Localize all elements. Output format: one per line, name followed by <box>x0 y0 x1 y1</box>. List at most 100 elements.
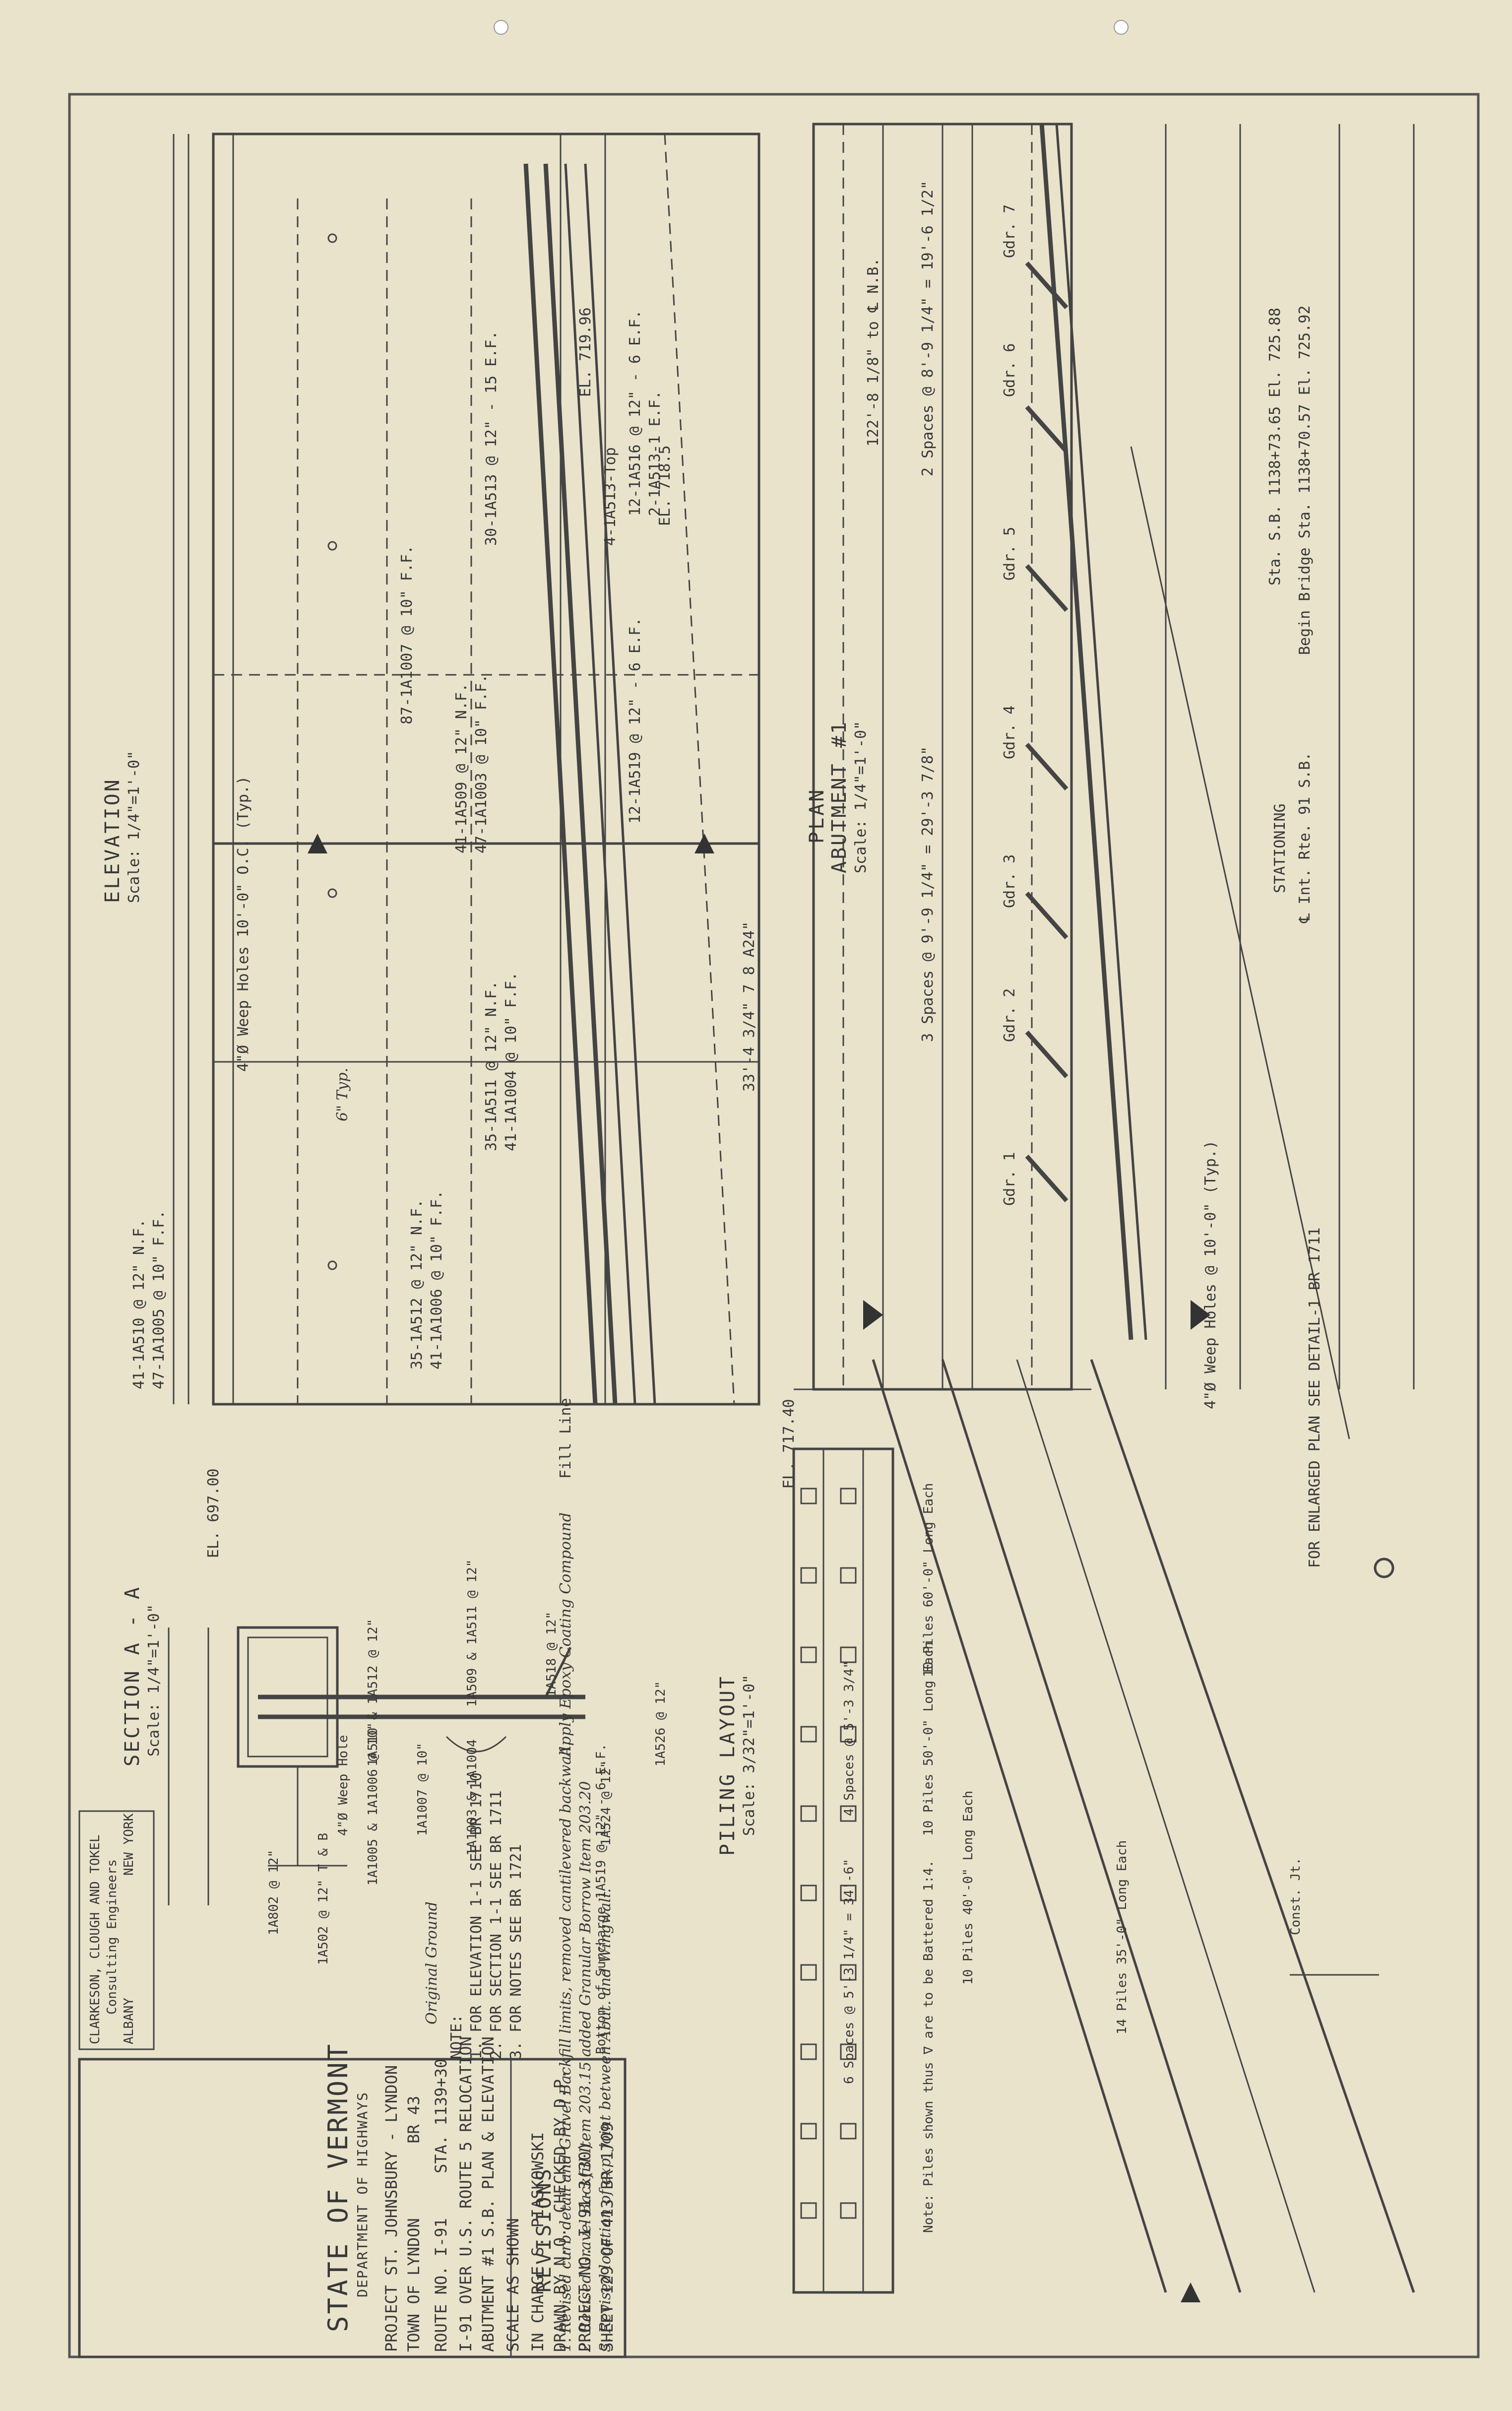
svg-text:1A1003 & 1A1004: 1A1003 & 1A1004 <box>465 1739 480 1856</box>
consultant-box <box>78 1810 155 2050</box>
section-1-arrow-icon <box>1191 1300 1210 1330</box>
svg-text:NEW YORK: NEW YORK <box>122 1813 136 1876</box>
svg-text:EL. 697.00: EL. 697.00 <box>205 1468 222 1558</box>
svg-text:2 Spaces @ 8'-9 1/4" = 19'-6 1: 2 Spaces @ 8'-9 1/4" = 19'-6 1/2" <box>919 181 937 476</box>
svg-text:Consulting Engineers: Consulting Engineers <box>105 1859 120 2015</box>
svg-text:STATIONING: STATIONING <box>1271 803 1289 893</box>
svg-text:Gdr. 6: Gdr. 6 <box>1001 343 1018 397</box>
svg-text:REVISIONS: REVISIONS <box>533 2167 556 2292</box>
svg-text:ALBANY: ALBANY <box>122 1998 136 2044</box>
svg-text:CLARKESON, CLOUGH AND TOKEL: CLARKESON, CLOUGH AND TOKEL <box>88 1834 103 2044</box>
section-1-arrow-icon <box>863 1300 883 1330</box>
svg-text:CHECKED BY D.P.: CHECKED BY D.P. <box>551 2070 569 2213</box>
svg-text:4"Ø Weep Holes @ 10'-0" (Typ.): 4"Ø Weep Holes @ 10'-0" (Typ.) <box>1202 1140 1219 1409</box>
svg-text:35-1A512 @ 12" N.F.: 35-1A512 @ 12" N.F. <box>408 1199 426 1369</box>
punch-hole-icon <box>494 20 508 35</box>
svg-text:3. Revised location of exp. jo: 3. Revised location of exp. joint betwee… <box>597 1889 614 2352</box>
svg-text:I-91 OVER U.S. ROUTE 5 RELOCAT: I-91 OVER U.S. ROUTE 5 RELOCATION <box>456 2036 475 2352</box>
plan-title: PLAN ABUTMENT #1 Scale: 1/4"=1'-0" <box>806 720 870 873</box>
svg-text:Scale: 1/4"=1'-0": Scale: 1/4"=1'-0" <box>126 751 143 903</box>
svg-text:10 Piles 60'-0" Long Each: 10 Piles 60'-0" Long Each <box>921 1483 936 1677</box>
svg-text:1A802 @ 12": 1A802 @ 12" <box>266 1850 281 1935</box>
svg-text:TOWN OF LYNDON: TOWN OF LYNDON <box>404 2218 423 2352</box>
svg-text:ROUTE NO. I-91: ROUTE NO. I-91 <box>432 2218 450 2352</box>
svg-text:Begin Bridge Sta. 1138+70.57 E: Begin Bridge Sta. 1138+70.57 El. 725.92 <box>1296 306 1314 655</box>
svg-text:1A1007 @ 10": 1A1007 @ 10" <box>415 1743 430 1836</box>
svg-text:DRAWN BY N.O.: DRAWN BY N.O. <box>551 2228 569 2352</box>
elevation-title: ELEVATION Scale: 1/4"=1'-0" <box>101 751 143 903</box>
plan-view <box>794 123 1415 1578</box>
svg-text:SECTION A - A: SECTION A - A <box>121 1585 144 1766</box>
svg-text:Fill Line: Fill Line <box>557 1398 574 1479</box>
svg-text:41-1A1006 @ 10" F.F.: 41-1A1006 @ 10" F.F. <box>428 1190 445 1369</box>
elevation-rebar-labels: 41-1A510 @ 12" N.F. 47-1A1005 @ 10" F.F. <box>130 1210 168 1389</box>
svg-text:Const. Jt.: Const. Jt. <box>1288 1857 1303 1935</box>
svg-text:4-1A513-Top: 4-1A513-Top <box>602 447 619 546</box>
svg-text:Original Ground: Original Ground <box>423 1901 441 2024</box>
svg-text:41-1A1004 @ 10" F.F.: 41-1A1004 @ 10" F.F. <box>503 972 520 1151</box>
svg-text:ABUTMENT #1 S.B. PLAN & ELEVAT: ABUTMENT #1 S.B. PLAN & ELEVATION <box>479 2036 498 2352</box>
bearing-line <box>1039 124 1134 1340</box>
svg-text:EL. 717.40: EL. 717.40 <box>780 1399 798 1489</box>
svg-text:3 Spaces @ 9'-9 1/4" = 29'-3 7: 3 Spaces @ 9'-9 1/4" = 29'-3 7/8" <box>919 746 937 1042</box>
svg-text:Apply Epoxy Coating Compound: Apply Epoxy Coating Compound <box>557 1512 574 1758</box>
svg-text:NOTE:: NOTE: <box>448 2015 465 2059</box>
svg-text:Gdr. 1: Gdr. 1 <box>1001 1152 1018 1206</box>
svg-text:1A510 & 1A512 @ 12": 1A510 & 1A512 @ 12" <box>366 1619 380 1766</box>
svg-text:4 Spaces @ 5'-3 3/4": 4 Spaces @ 5'-3 3/4" <box>842 1661 857 1816</box>
svg-text:PROJECT NO. I-91-3(30): PROJECT NO. I-91-3(30) <box>575 2142 594 2352</box>
svg-text:1A524 @ 12": 1A524 @ 12" <box>599 1760 614 1846</box>
svg-text:Gdr. 5: Gdr. 5 <box>1001 527 1018 581</box>
svg-text:PILING LAYOUT: PILING LAYOUT <box>716 1675 739 1856</box>
svg-text:1A1005 & 1A1006 @ 10": 1A1005 & 1A1006 @ 10" <box>366 1722 380 1886</box>
title-block-frame <box>78 2058 627 2358</box>
revisions-block: REVISIONS 1. Revised curb detail and Gra… <box>533 1742 614 2352</box>
svg-text:ABUTMENT #1: ABUTMENT #1 <box>828 720 851 873</box>
elevation-view <box>173 132 760 1406</box>
svg-text:35-1A511 @ 12" N.F.: 35-1A511 @ 12" N.F. <box>483 981 500 1151</box>
svg-text:4"Ø Weep Holes 10'-0" O.C. (Ty: 4"Ø Weep Holes 10'-0" O.C. (Typ.) <box>235 776 252 1072</box>
svg-text:47-1A1005 @ 10" F.F.: 47-1A1005 @ 10" F.F. <box>150 1210 168 1389</box>
punch-hole-icon <box>1114 20 1129 35</box>
svg-text:12-1A519 @ 12" - 6 E.F.: 12-1A519 @ 12" - 6 E.F. <box>627 618 644 824</box>
section-a-arrow-icon <box>308 834 327 853</box>
svg-text:Scale: 1/4"=1'-0": Scale: 1/4"=1'-0" <box>852 721 870 873</box>
svg-text:4"Ø Weep Hole: 4"Ø Weep Hole <box>336 1735 351 1836</box>
svg-text:IN CHARGE S. PIASKOWSKI: IN CHARGE S. PIASKOWSKI <box>528 2132 547 2352</box>
svg-text:SHEET 129 OF 413 BR 1709: SHEET 129 OF 413 BR 1709 <box>598 2123 617 2352</box>
svg-text:FOR ENLARGED PLAN SEE DETAIL-1: FOR ENLARGED PLAN SEE DETAIL-1 BR 1711 <box>1306 1228 1323 1568</box>
section-a-a <box>168 1626 585 1905</box>
svg-text:Sta. S.B. 1138+73.65 El. 725.8: Sta. S.B. 1138+73.65 El. 725.88 <box>1266 308 1284 586</box>
svg-text:PROJECT ST. JOHNSBURY - LYNDON: PROJECT ST. JOHNSBURY - LYNDON <box>382 2065 401 2352</box>
svg-text:Gdr. 3: Gdr. 3 <box>1001 854 1018 908</box>
svg-text:1A509 & 1A511 @ 12": 1A509 & 1A511 @ 12" <box>465 1560 480 1707</box>
girder-labels: Gdr. 7 Gdr. 6 Gdr. 5 Gdr. 4 Gdr. 3 Gdr. … <box>1001 204 1018 1206</box>
svg-text:10 Piles 40'-0" Long Each: 10 Piles 40'-0" Long Each <box>961 1791 976 1985</box>
svg-text:STA. 1139+30: STA. 1139+30 <box>432 2059 450 2173</box>
svg-text:14 Piles 35'-0" Long Each: 14 Piles 35'-0" Long Each <box>1115 1840 1130 2034</box>
svg-text:℄ Int. Rte. 91 S.B.: ℄ Int. Rte. 91 S.B. <box>1296 752 1314 923</box>
girder-marks <box>1025 261 1069 1202</box>
north-arrow-icon <box>1374 1558 1394 1578</box>
svg-text:1A526 @ 12": 1A526 @ 12" <box>653 1681 668 1766</box>
piling-title: PILING LAYOUT Scale: 3/32"=1'-0" <box>716 1675 758 1856</box>
svg-text:Bottom of Surcharge 1A519 @ 12: Bottom of Surcharge 1A519 @ 12" - 6 E.F. <box>594 1744 609 2054</box>
svg-text:2. Revised Gravel Backfill Ite: 2. Revised Gravel Backfill Item 203.15 a… <box>577 1781 594 2352</box>
svg-text:EL. 718.5: EL. 718.5 <box>656 445 674 526</box>
section-title: SECTION A - A Scale: 1/4"=1'-0" <box>121 1585 163 1766</box>
svg-text:Gdr. 2: Gdr. 2 <box>1001 988 1018 1042</box>
svg-text:6" Typ.: 6" Typ. <box>334 1068 351 1121</box>
svg-text:EL. 719.96: EL. 719.96 <box>577 307 594 397</box>
svg-text:1. FOR ELEVATION 1-1 SEE BR 17: 1. FOR ELEVATION 1-1 SEE BR 1710 <box>468 1772 485 2059</box>
svg-text:SCALE AS SHOWN: SCALE AS SHOWN <box>504 2218 522 2352</box>
svg-text:Scale: 1/4"=1'-0": Scale: 1/4"=1'-0" <box>145 1604 163 1757</box>
svg-text:41-1A509 @ 12" N.F.: 41-1A509 @ 12" N.F. <box>453 683 470 853</box>
svg-text:41-1A510 @ 12" N.F.: 41-1A510 @ 12" N.F. <box>130 1219 148 1389</box>
weep-hole-note: 4"Ø Weep Holes 10'-0" O.C. (Typ.) <box>235 776 252 1072</box>
svg-text:1. Revised curb detail and Gra: 1. Revised curb detail and Gravel Backfi… <box>557 1742 574 2352</box>
svg-text:1A518 @ 12": 1A518 @ 12" <box>544 1612 559 1697</box>
svg-text:DEPARTMENT OF HIGHWAYS: DEPARTMENT OF HIGHWAYS <box>354 2091 371 2297</box>
